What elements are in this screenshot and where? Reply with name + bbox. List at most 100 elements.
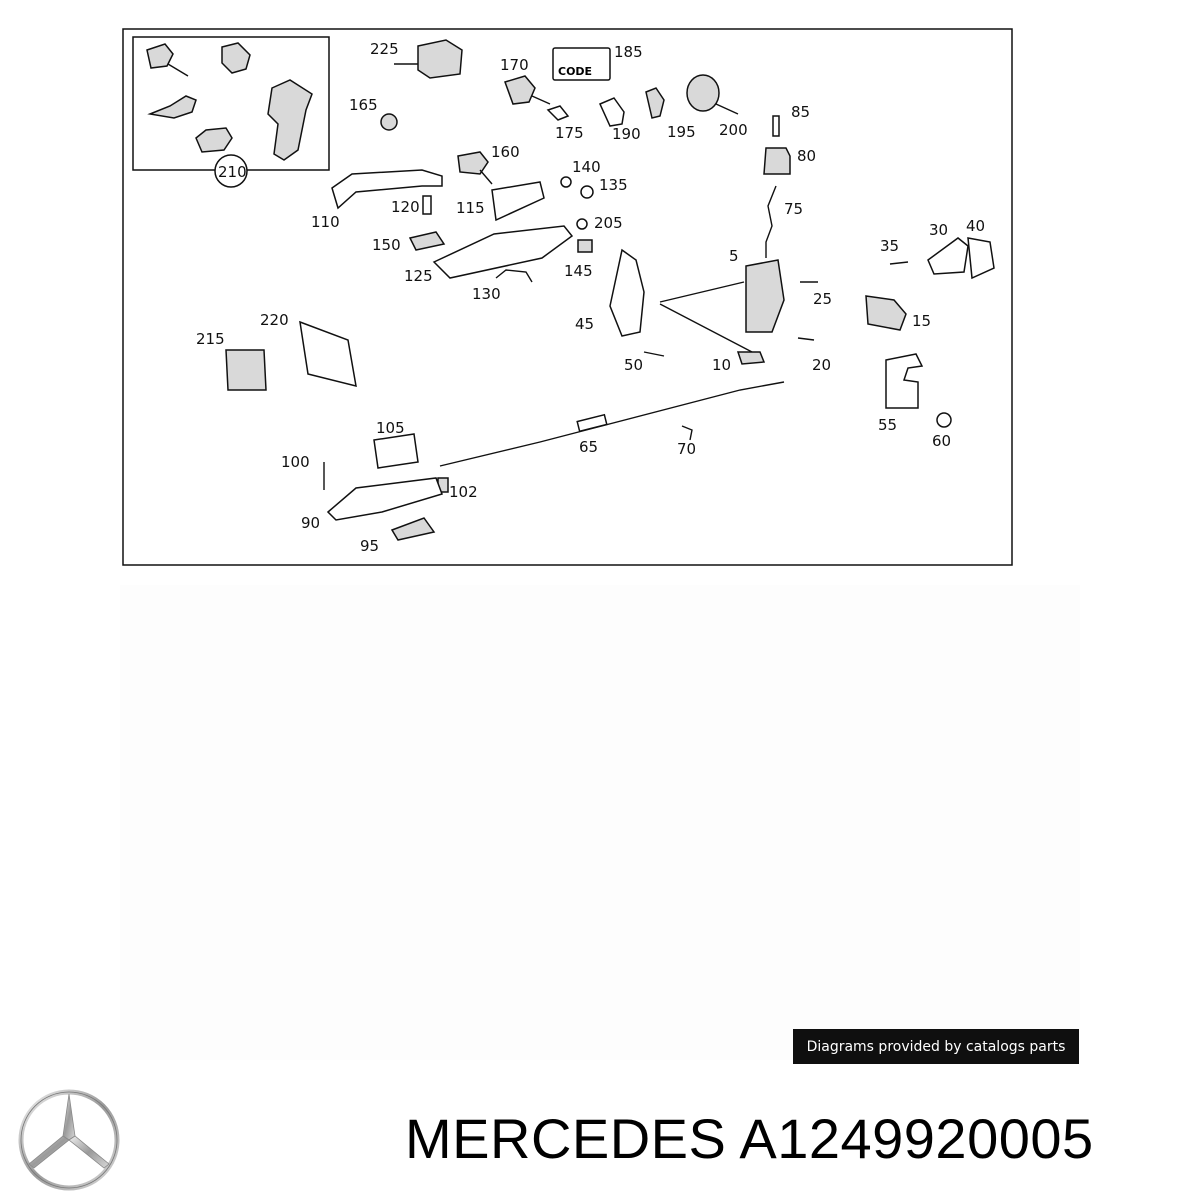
part-225 xyxy=(417,39,463,79)
callout: 145 xyxy=(564,262,593,280)
part-120 xyxy=(422,195,432,215)
callout: 10 xyxy=(712,356,731,374)
part-5-lock xyxy=(745,259,785,333)
part-105 xyxy=(373,433,419,469)
callout: 140 xyxy=(572,158,601,176)
callout: 35 xyxy=(880,237,899,255)
callout: 30 xyxy=(929,221,948,239)
part-200-fob xyxy=(686,74,720,112)
part-160 xyxy=(457,151,489,175)
callout: 185 xyxy=(614,43,643,61)
part-key-head xyxy=(146,43,174,69)
part-175 xyxy=(546,105,570,121)
callout: 95 xyxy=(360,537,379,555)
callout: 210 xyxy=(218,163,247,181)
callout: 65 xyxy=(579,438,598,456)
part-60 xyxy=(936,412,952,428)
part-85 xyxy=(772,115,780,137)
callout: 60 xyxy=(932,432,951,450)
callout: 175 xyxy=(555,124,584,142)
callout: 90 xyxy=(301,514,320,532)
callout-labels: 225 185 170 165 175 190 195 200 85 80 16… xyxy=(196,40,985,555)
callout: 15 xyxy=(912,312,931,330)
part-200-blade xyxy=(715,103,739,115)
part-30 xyxy=(927,237,969,275)
callout: 150 xyxy=(372,236,401,254)
part-key-fob xyxy=(221,42,251,74)
part-key-shaft xyxy=(167,63,189,77)
parts-diagram: CODE xyxy=(122,28,1013,566)
part-130-spring xyxy=(495,269,533,283)
part-140 xyxy=(560,176,572,188)
callout: 25 xyxy=(813,290,832,308)
part-115 xyxy=(491,181,545,222)
callout: 5 xyxy=(729,247,739,265)
part-110-handle xyxy=(331,169,443,210)
part-65-cable xyxy=(439,381,785,467)
part-75-rod xyxy=(765,185,777,258)
callout: 105 xyxy=(376,419,405,437)
part-95 xyxy=(390,517,436,541)
callout: 205 xyxy=(594,214,623,232)
part-215 xyxy=(225,349,267,391)
part-35-screw xyxy=(889,261,909,265)
callout: 120 xyxy=(391,198,420,216)
callout: 190 xyxy=(612,125,641,143)
callout: 225 xyxy=(370,40,399,58)
part-45-bracket xyxy=(609,248,645,337)
part-80 xyxy=(763,147,791,175)
callout: 200 xyxy=(719,121,748,139)
code-tag xyxy=(552,47,611,81)
callout: 45 xyxy=(575,315,594,333)
part-125-frame xyxy=(432,225,574,279)
part-150 xyxy=(408,231,446,251)
mercedes-star-icon xyxy=(18,1089,120,1191)
callout: 102 xyxy=(449,483,478,501)
code-tag-label: CODE xyxy=(558,65,592,78)
callout: 160 xyxy=(491,143,520,161)
callout: 50 xyxy=(624,356,643,374)
callout: 85 xyxy=(791,103,810,121)
part-20-screw xyxy=(797,337,815,341)
leader-lines xyxy=(659,281,753,353)
diagram-frame xyxy=(122,28,1013,566)
blank-panel xyxy=(120,585,1080,1060)
callout: 100 xyxy=(281,453,310,471)
callout: 135 xyxy=(599,176,628,194)
part-40 xyxy=(967,237,995,280)
part-90-handle xyxy=(326,477,443,521)
part-65-sleeve xyxy=(576,413,608,433)
part-barrel xyxy=(195,127,233,153)
callout: 55 xyxy=(878,416,897,434)
callout: 130 xyxy=(472,285,501,303)
part-135 xyxy=(580,185,594,199)
part-145 xyxy=(577,239,593,253)
callout: 110 xyxy=(311,213,340,231)
callout: 40 xyxy=(966,217,985,235)
callout: 75 xyxy=(784,200,803,218)
callout: 80 xyxy=(797,147,816,165)
part-195 xyxy=(645,87,665,119)
callout: 115 xyxy=(456,199,485,217)
callout: 20 xyxy=(812,356,831,374)
callout: 165 xyxy=(349,96,378,114)
part-lock-bracket xyxy=(267,79,313,161)
part-170-key xyxy=(504,75,536,105)
callout: 215 xyxy=(196,330,225,348)
part-165 xyxy=(380,113,398,131)
part-220 xyxy=(299,320,357,388)
credit-banner: Diagrams provided by catalogs parts xyxy=(793,1029,1079,1064)
callout: 220 xyxy=(260,311,289,329)
callout: 170 xyxy=(500,56,529,74)
callout: 70 xyxy=(677,440,696,458)
part-170-blade xyxy=(531,95,551,105)
inset-circle xyxy=(214,154,248,188)
part-70-clip xyxy=(681,425,693,441)
part-160-screw xyxy=(479,169,493,185)
part-55-plate xyxy=(885,353,924,409)
part-205 xyxy=(576,218,588,230)
part-50-screw xyxy=(643,351,665,357)
callout: 195 xyxy=(667,123,696,141)
part-10 xyxy=(736,351,766,365)
callout: 125 xyxy=(404,267,433,285)
